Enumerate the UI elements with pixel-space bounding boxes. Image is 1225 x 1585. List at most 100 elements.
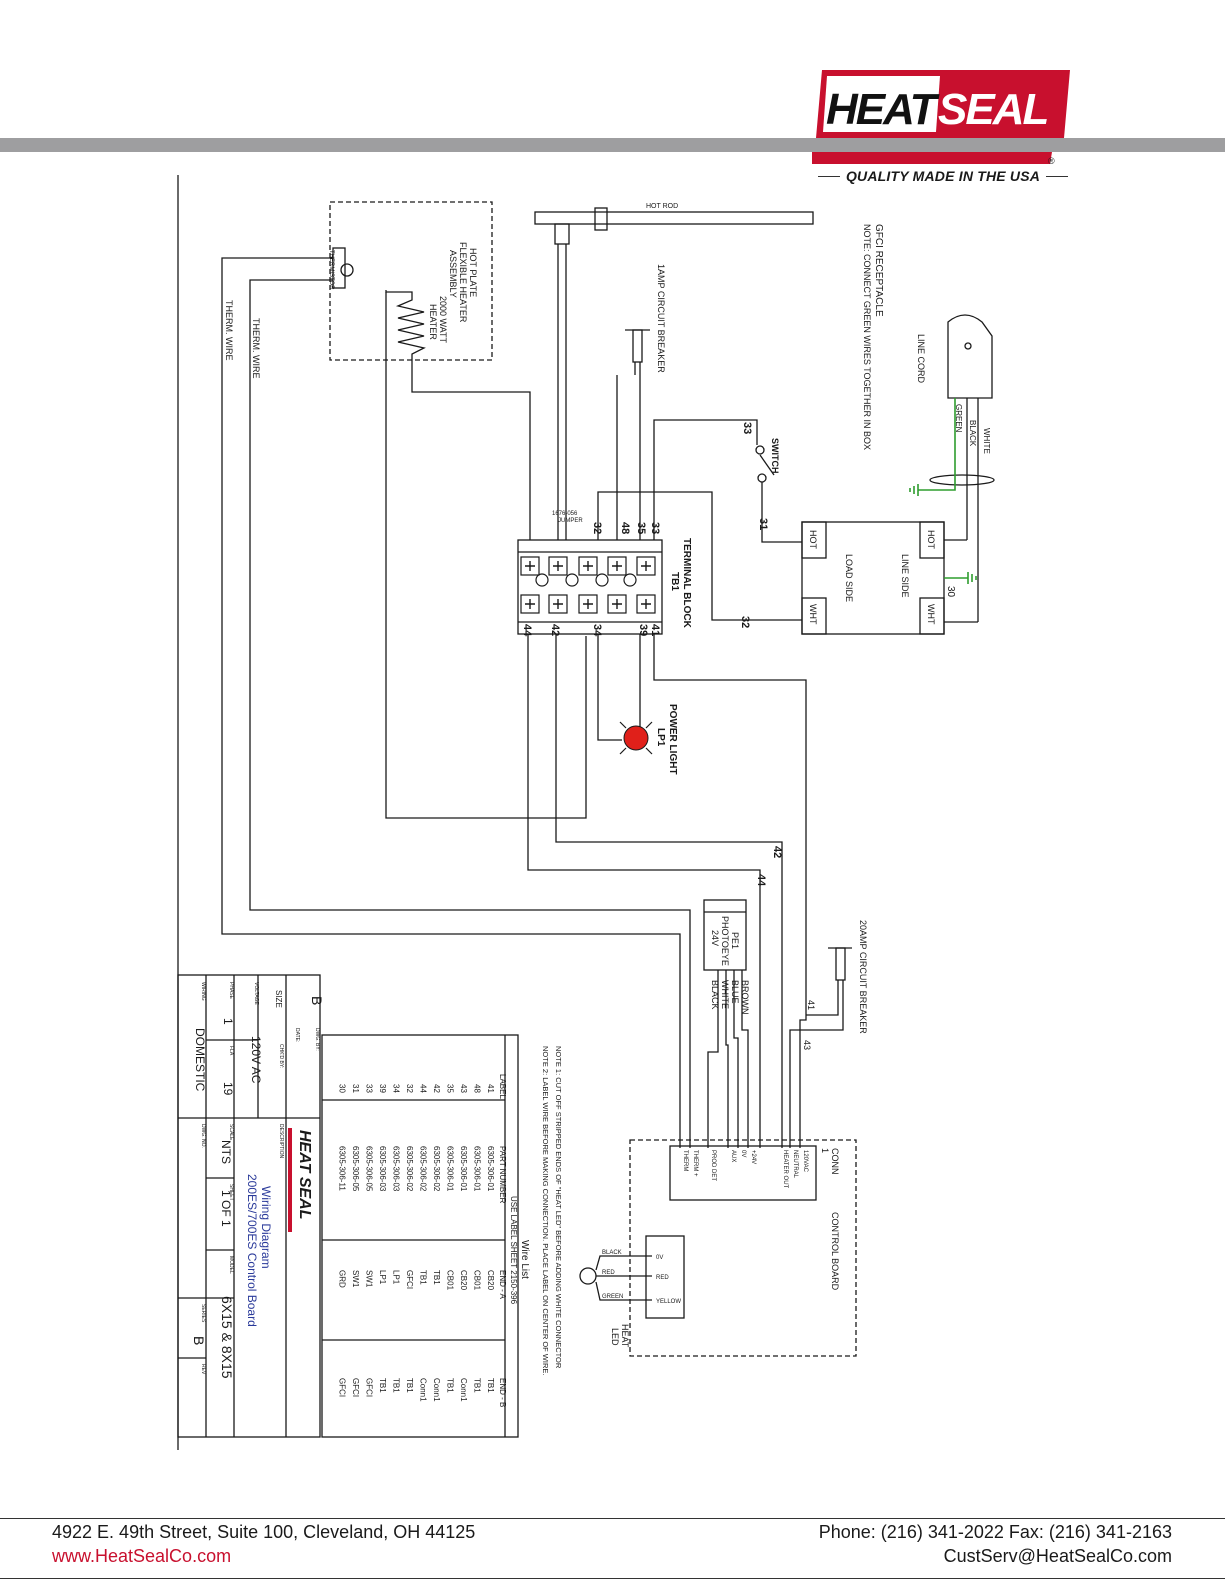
footer-email-link[interactable]: CustServ@HeatSealCo.com [943, 1546, 1172, 1566]
wire-44: 44 [755, 874, 767, 887]
tb-date: DATE: [294, 1028, 300, 1042]
pe-wire-blue: BLUE [730, 980, 740, 1004]
ground-symbols [909, 398, 977, 584]
wire-31: 31 [757, 518, 769, 530]
svg-text:SEAL: SEAL [938, 85, 1047, 134]
wire-list-title: Wire List [519, 1240, 530, 1279]
terminal-block-id: TB1 [669, 572, 680, 591]
conn-pin-120vac: 120VAC [802, 1150, 808, 1173]
wire-list-cell: 6305-306-02 [405, 1146, 414, 1192]
terminal-screw-cross [553, 599, 563, 609]
tb-model-label: MODEL [228, 1256, 234, 1274]
thermistor-label: THERMISTOR [328, 250, 334, 290]
tb-rev-label: REV [200, 1364, 206, 1375]
wire-list-cell: 42 [432, 1084, 441, 1093]
led-wire-black: BLACK [602, 1250, 622, 1256]
header-gray-bar [0, 138, 1225, 152]
wire-list-cell: 43 [459, 1084, 468, 1093]
tb-pin-34: 34 [591, 624, 603, 637]
wire-list-cell: 31 [351, 1084, 360, 1093]
wire-list-cell: Conn1 [432, 1378, 441, 1402]
tb-scale-label: SCALE [228, 1124, 234, 1141]
tb-model: 6X15 & 8X15 [219, 1296, 235, 1379]
wire-list-cell: 30 [338, 1084, 347, 1093]
hot-plate-line5: HEATER [428, 304, 438, 340]
wl-head-endb: END - B [498, 1378, 507, 1407]
conn-label: CONN [830, 1148, 840, 1175]
tb-scale: NTS [219, 1140, 233, 1164]
wire-43: 43 [802, 1040, 812, 1050]
label-hot-rod: HOT ROD [646, 203, 678, 210]
note-2: NOTE 2: LABEL WIRE BEFORE MAKING CONNECT… [541, 1046, 550, 1376]
photoeye-voltage: 24V [710, 930, 720, 946]
gfci-wht-load: WHT [808, 604, 818, 625]
wire-list-cell: 6305-306-11 [338, 1146, 347, 1191]
therm-wire-label-1: THERM. WIRE [224, 300, 234, 361]
tb-pin-42: 42 [549, 624, 561, 636]
footer-divider [0, 1518, 1225, 1519]
terminal-screw [520, 556, 540, 576]
terminal-screw-cross [641, 561, 651, 571]
jumper-part: 1676-056 [552, 511, 578, 517]
conn-pin-0v: 0V [740, 1150, 746, 1157]
conn-pin-neutral: NEUTRAL [792, 1150, 798, 1179]
conn-pin-therm: THERM [682, 1150, 688, 1171]
led-pin-yellow: YELLOW [656, 1299, 681, 1305]
led-pin-0v: 0V [656, 1255, 663, 1261]
wire-list-cell: 6305-306-02 [419, 1146, 428, 1192]
wire-list-cell: 6305-306-01 [486, 1146, 495, 1192]
gfci-load-side: LOAD SIDE [844, 554, 854, 602]
tb-series: B [191, 1336, 207, 1345]
wire-list-cell: TB1 [378, 1378, 387, 1393]
gfci-hot-line: HOT [926, 530, 936, 550]
wire-list-cell: LP1 [392, 1270, 401, 1285]
terminal-screw [578, 594, 598, 614]
terminal-screw-cross [583, 561, 593, 571]
hot-plate-line1: HOT PLATE [468, 248, 478, 297]
wire-list-cell: 33 [365, 1084, 374, 1093]
tb-fla-label: FLA [228, 1046, 234, 1056]
led-wire-red: RED [602, 1270, 615, 1276]
tb-description-label: DESCRIPTION [278, 1124, 284, 1159]
tb-size: B [309, 996, 325, 1005]
heat-led-label: HEAT [620, 1324, 630, 1348]
wire-list-cell: GRD [338, 1270, 347, 1288]
tb-phase: 1 [221, 1018, 235, 1025]
tb-pin-33: 33 [649, 522, 661, 534]
tb-pin-44: 44 [521, 624, 533, 637]
conn-pin-thermplus: THERM + [692, 1150, 698, 1177]
tb-phase-label: PHASE [228, 982, 234, 1000]
terminal-screw-cross [553, 561, 563, 571]
tb-logo: HEAT SEAL [296, 1130, 313, 1219]
tb-series-label: SERIES [200, 1304, 206, 1323]
tb-sheet-label: SHEET [228, 1184, 234, 1201]
wire-41: 41 [806, 1000, 816, 1010]
terminal-screw [607, 594, 627, 614]
power-light-label: POWER LIGHT [667, 704, 678, 775]
terminal-screw [636, 594, 656, 614]
wire-list-subtitle: USE LABEL SHEET 2150-396 [509, 1196, 518, 1305]
note-1: NOTE 1: CUT OFF STRIPPED ENDS OF "HEAT L… [554, 1046, 563, 1369]
wire-list-cell: 48 [473, 1084, 482, 1093]
conn-pin-24v: +24V [750, 1150, 756, 1164]
tb-dwg-by: DWG. BY: [314, 1028, 320, 1051]
footer-website-link[interactable]: www.HeatSealCo.com [52, 1546, 232, 1566]
tb-desc-2: 200ES/700ES Control Board [245, 1174, 259, 1327]
tb-dwgno-label: DWG. NO. [200, 1124, 206, 1148]
tb-fla: 19 [221, 1082, 235, 1096]
breaker-20amp-label: 20AMP CIRCUIT BREAKER [858, 920, 868, 1034]
svg-text:HEAT: HEAT [826, 85, 940, 134]
wire-list-cell: 6305-306-01 [473, 1146, 482, 1192]
tb-voltage: 120V AC [249, 1036, 263, 1084]
therm-wire-label-2: THERM. WIRE [251, 318, 261, 379]
wire-list-cell: TB1 [405, 1378, 414, 1393]
wire-33-switch: 33 [741, 422, 753, 434]
wire-list-cell: GFCI [351, 1378, 360, 1397]
wire-list-cell: 6305-306-03 [392, 1146, 401, 1192]
hot-plate-line3: ASSEMBLY [448, 250, 458, 298]
wire-list-cell: SW1 [351, 1270, 360, 1288]
wire-list-cell: CB01 [473, 1270, 482, 1291]
terminal-screw-cross [612, 599, 622, 609]
wire-32-gfci: 32 [739, 616, 751, 628]
cord-green: GREEN [954, 404, 963, 433]
